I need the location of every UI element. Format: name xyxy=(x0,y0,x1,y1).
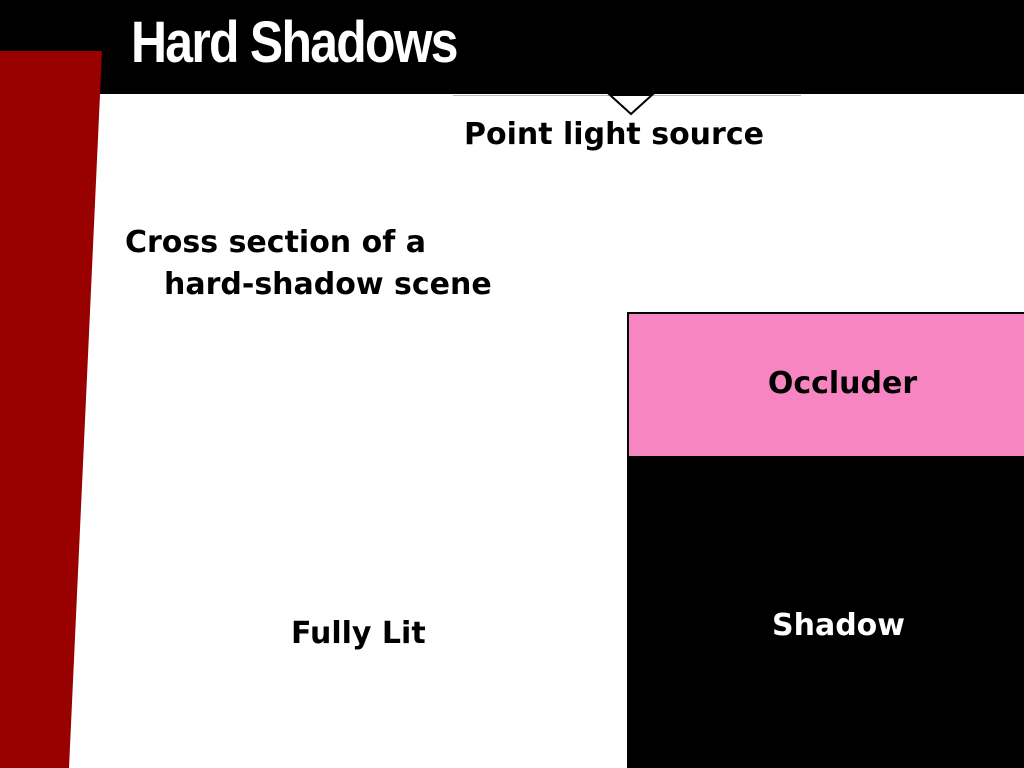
point-light-triangle-icon xyxy=(607,94,655,116)
occluder-region: Occluder xyxy=(627,312,1024,456)
light-triangle-shape xyxy=(607,94,655,116)
fully-lit-label: Fully Lit xyxy=(291,616,426,651)
shadow-label: Shadow xyxy=(771,608,905,643)
diagram-caption-line1: Cross section of a xyxy=(125,225,426,260)
occluder-label: Occluder xyxy=(767,366,918,401)
title-bar xyxy=(0,0,1024,94)
light-source-label: Point light source xyxy=(464,117,764,152)
slide-title: Hard Shadows xyxy=(131,10,459,75)
accent-bar-shape xyxy=(0,51,102,768)
shadow-region: Shadow xyxy=(627,456,1024,768)
diagram-caption-line2: hard-shadow scene xyxy=(164,267,492,302)
